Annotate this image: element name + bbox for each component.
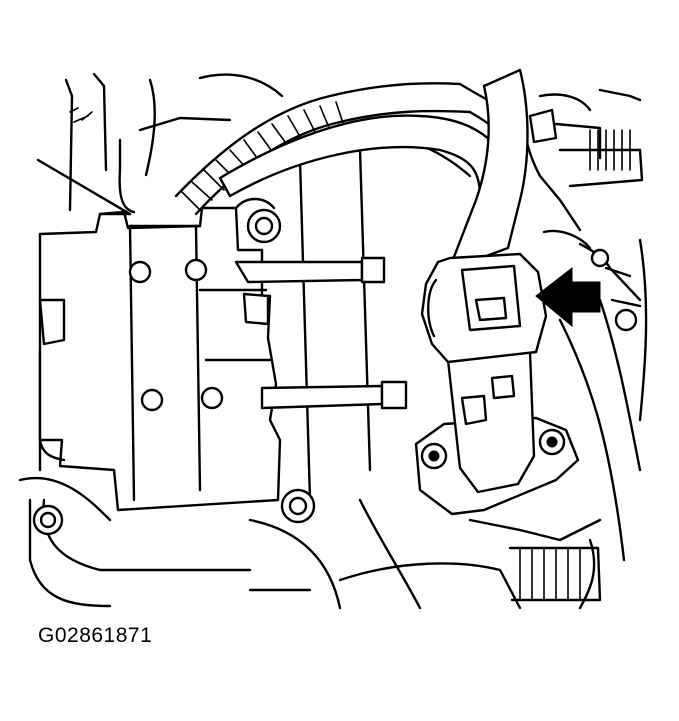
mounting-bolts [32, 208, 316, 536]
lower-hose [508, 546, 602, 602]
pointer-arrow [535, 266, 601, 328]
vacuum-hose [218, 68, 529, 264]
throttle-linkage [528, 93, 642, 332]
figure-code-label: G02861871 [38, 624, 153, 647]
map-sensor [414, 252, 580, 516]
engine-line-drawing [18, 68, 648, 610]
coil-pack [38, 197, 408, 512]
leader-line [36, 158, 132, 216]
